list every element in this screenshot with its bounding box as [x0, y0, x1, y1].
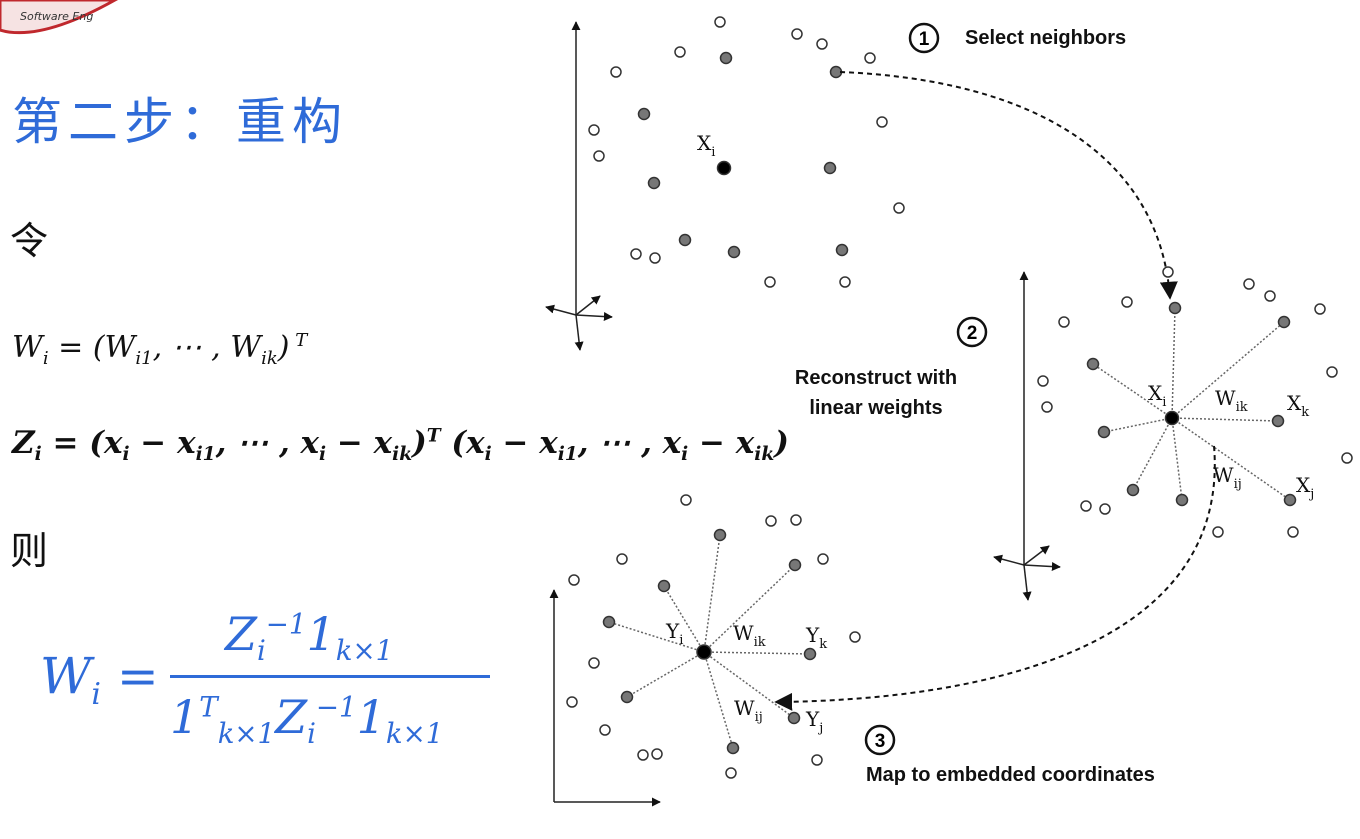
step3-badge: 3	[864, 724, 896, 756]
svg-text:Software Eng: Software Eng	[20, 10, 93, 23]
label-wik-1: Wik	[1215, 386, 1248, 415]
panel3-weight-lines	[608, 534, 811, 749]
step3-label: Map to embedded coordinates	[866, 764, 1155, 786]
label-yk: Yk	[805, 623, 827, 652]
label-wij-2: Wij	[734, 696, 763, 725]
panel1-points	[588, 16, 905, 288]
equation-w-vector: Wi = (Wi1, ⋯ , Wik) T	[12, 330, 308, 369]
label-yi: Yi	[665, 619, 683, 648]
panel3-points	[566, 494, 861, 779]
panel2-axes	[993, 271, 1061, 601]
arrow-select-to-reconstruct	[839, 71, 1178, 300]
panel2-points	[1037, 266, 1353, 538]
panel3-axes	[549, 589, 661, 807]
panel1-axes	[545, 21, 613, 351]
slide-title: 第二步：重构	[12, 93, 348, 151]
label-wik-2: Wik	[733, 621, 766, 650]
label-xk: Xk	[1287, 391, 1309, 420]
equation-z-matrix: Zi = (xi − xi1, ⋯ , xi − xik)T (xi − xi1…	[12, 425, 789, 466]
label-xi-1: Xi	[697, 131, 715, 160]
svg-text:3: 3	[875, 731, 886, 752]
svg-text:2: 2	[967, 323, 978, 344]
step2-label-line1: Reconstruct with	[795, 367, 957, 389]
arrow-reconstruct-to-map	[774, 445, 1216, 711]
label-wij-1: Wij	[1213, 463, 1242, 492]
step1-badge: 1	[908, 22, 940, 54]
let-word: 令	[10, 219, 49, 263]
lle-diagram: Xi 1 Select neighbors 2 Reconstruct with…	[545, 16, 1353, 807]
then-word: 则	[10, 529, 49, 573]
university-logo: Software Eng	[0, 0, 119, 35]
panel2-weight-lines	[1092, 307, 1291, 501]
step2-badge: 2	[956, 316, 988, 348]
step1-label: Select neighbors	[965, 27, 1126, 49]
label-xj: Xj	[1296, 473, 1314, 502]
label-xi-2: Xi	[1148, 381, 1166, 410]
svg-text:1: 1	[919, 29, 930, 50]
label-yj: Yj	[805, 707, 823, 736]
step2-label-line2: linear weights	[809, 397, 942, 419]
